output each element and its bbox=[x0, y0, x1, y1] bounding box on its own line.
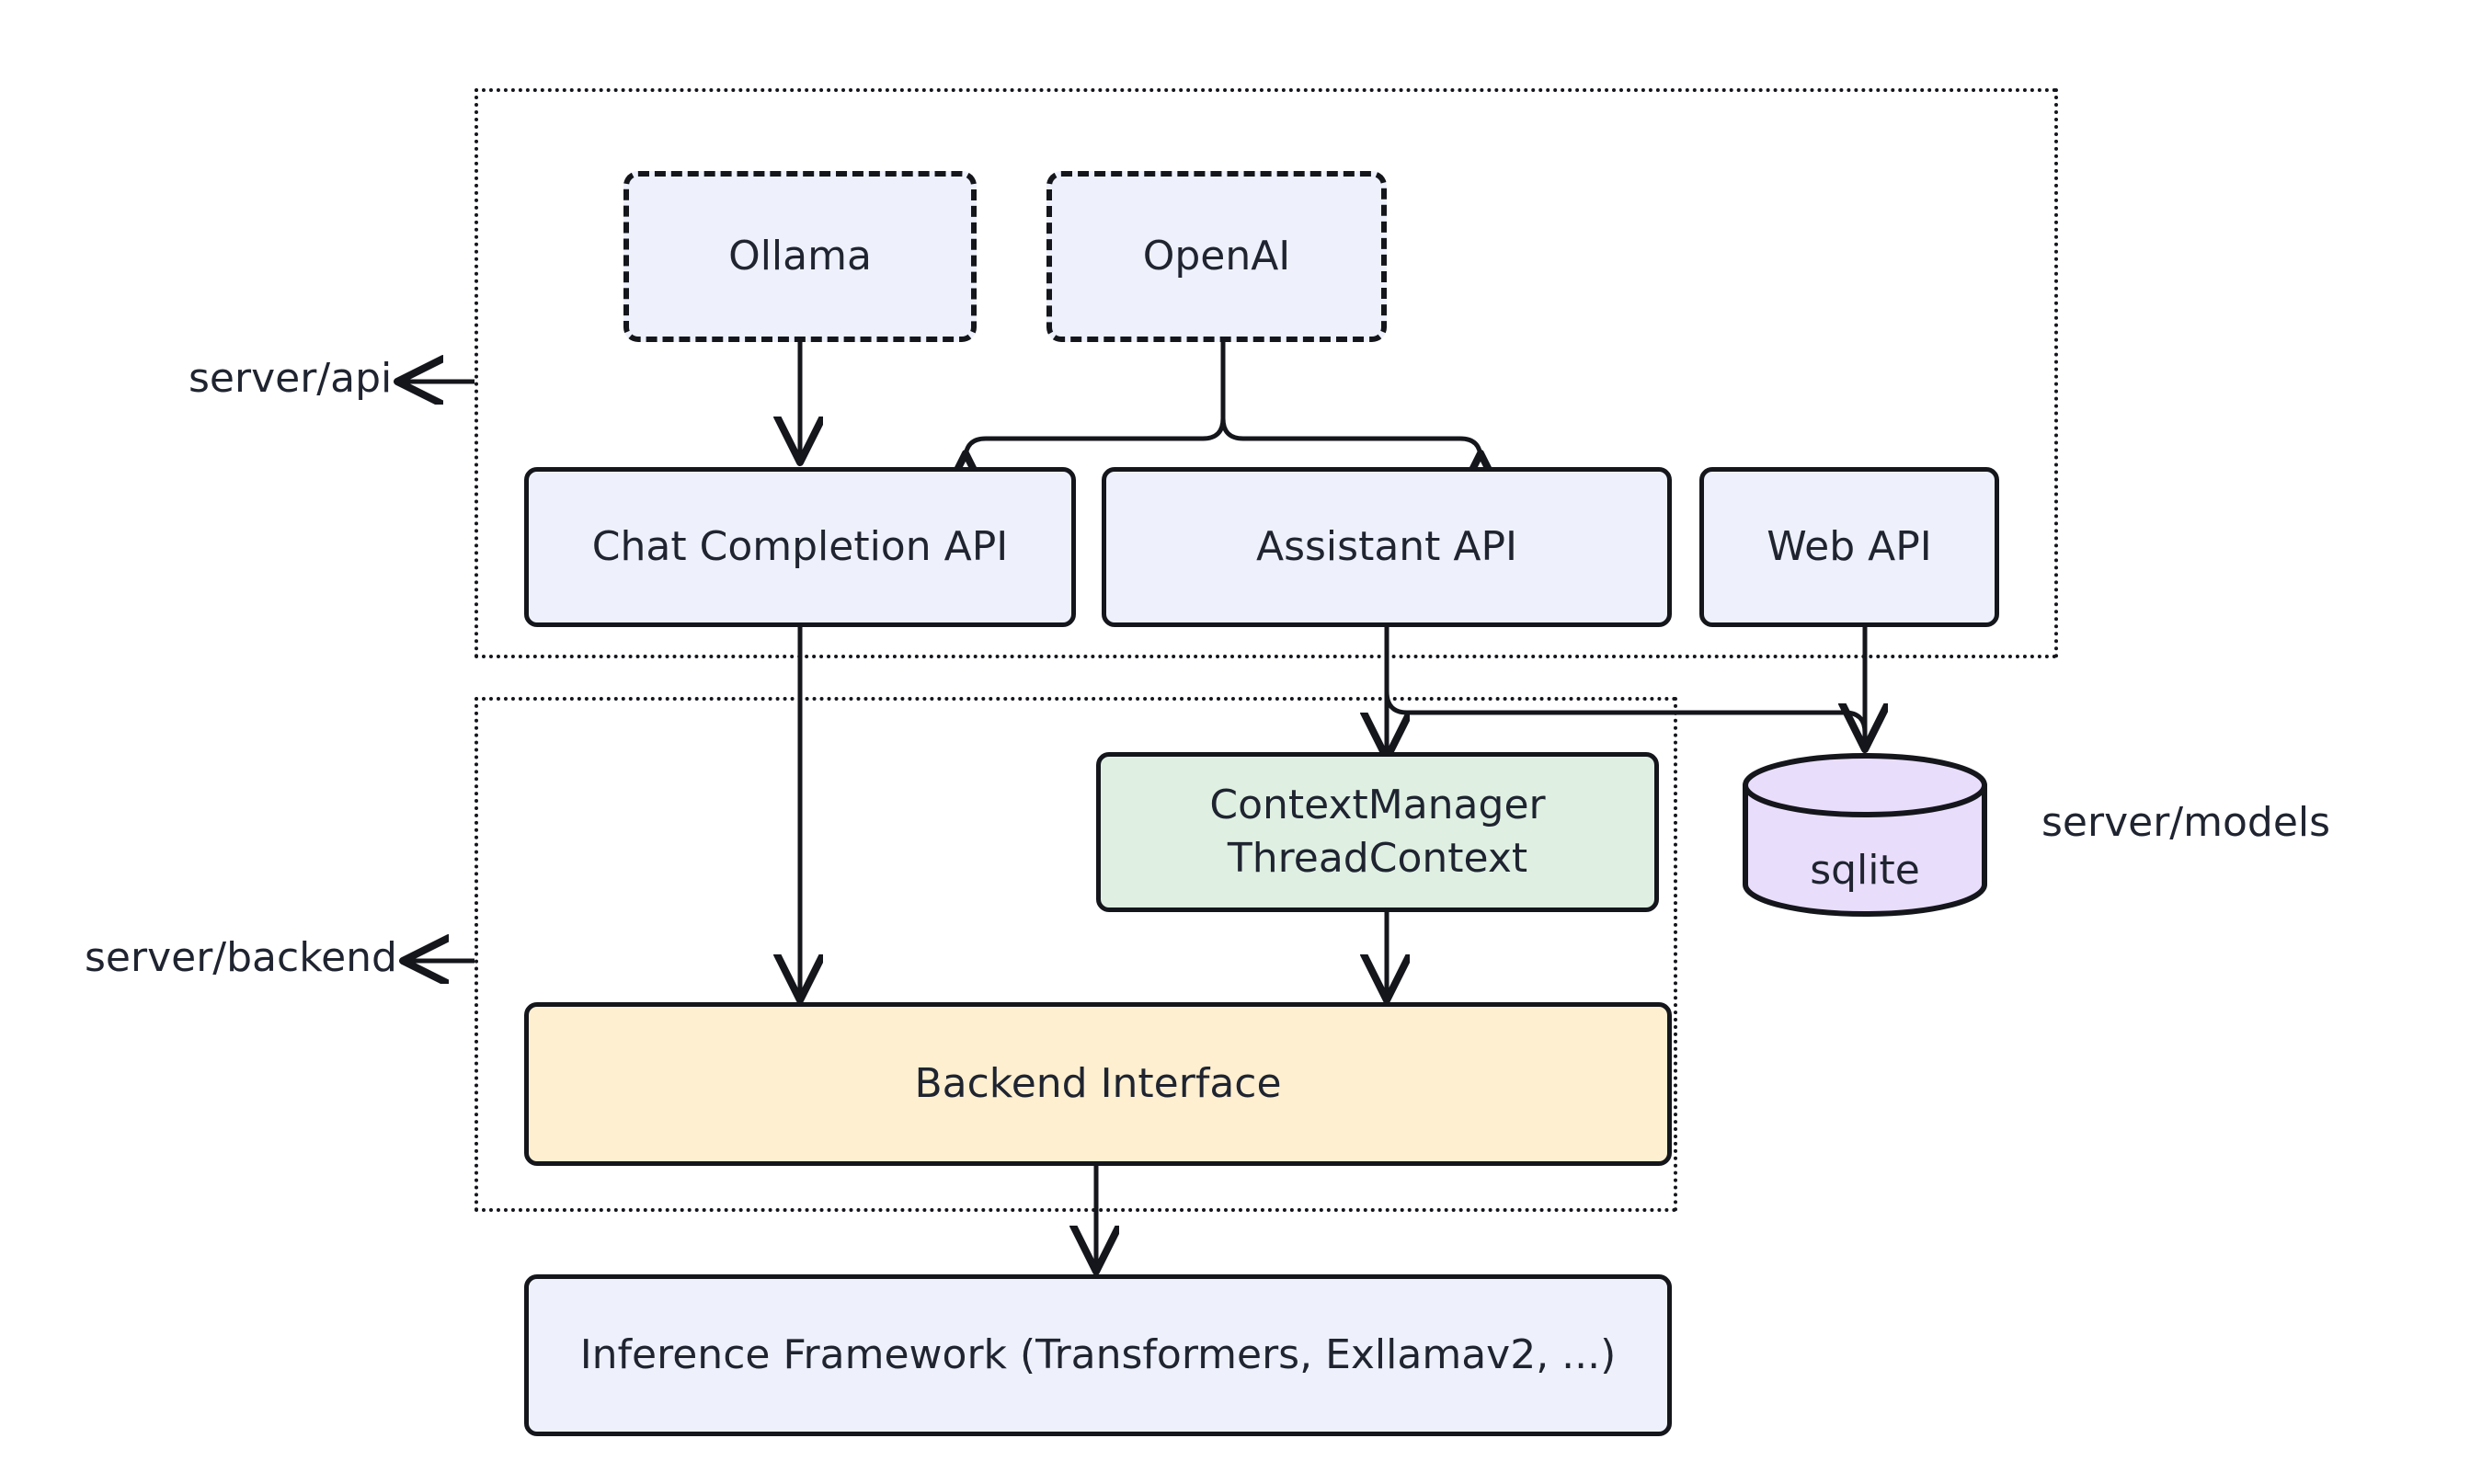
node-inference-framework[interactable]: Inference Framework (Transformers, Exlla… bbox=[524, 1274, 1672, 1436]
node-assistant-api-label: Assistant API bbox=[1255, 522, 1518, 570]
group-server-backend bbox=[475, 697, 1677, 1212]
node-openai[interactable]: OpenAI bbox=[1046, 171, 1387, 342]
node-context-manager[interactable]: ContextManager ThreadContext bbox=[1096, 752, 1659, 912]
node-ollama-label: Ollama bbox=[728, 232, 872, 280]
label-server-models: server/models bbox=[2041, 799, 2331, 846]
node-openai-label: OpenAI bbox=[1142, 232, 1291, 280]
group-label-server-api: server/api bbox=[189, 355, 393, 402]
group-label-server-backend: server/backend bbox=[85, 934, 397, 981]
sqlite-cylinder-shape bbox=[1743, 753, 1987, 917]
node-chat-completion-api-label: Chat Completion API bbox=[591, 522, 1009, 570]
node-web-api[interactable]: Web API bbox=[1699, 467, 1999, 627]
node-inference-framework-label: Inference Framework (Transformers, Exlla… bbox=[579, 1330, 1617, 1378]
node-backend-interface[interactable]: Backend Interface bbox=[524, 1002, 1672, 1166]
node-assistant-api[interactable]: Assistant API bbox=[1102, 467, 1672, 627]
node-backend-interface-label: Backend Interface bbox=[914, 1059, 1282, 1107]
node-context-manager-label-line2: ThreadContext bbox=[1227, 835, 1528, 882]
node-chat-completion-api[interactable]: Chat Completion API bbox=[524, 467, 1076, 627]
node-sqlite[interactable]: sqlite bbox=[1738, 752, 1992, 918]
group-server-api bbox=[475, 88, 2058, 658]
node-ollama[interactable]: Ollama bbox=[623, 171, 977, 342]
node-context-manager-label-line1: ContextManager bbox=[1209, 781, 1546, 828]
node-web-api-label: Web API bbox=[1767, 522, 1932, 570]
